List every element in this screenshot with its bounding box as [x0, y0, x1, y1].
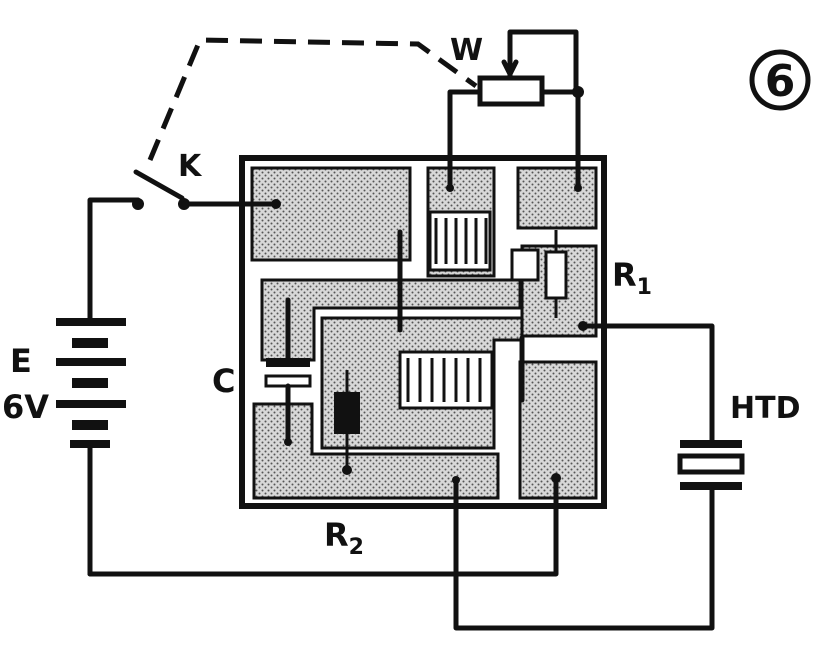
label-capacitor-c: C — [212, 362, 235, 400]
battery-e — [56, 209, 126, 577]
figure-number: 6 — [765, 56, 796, 107]
mechanical-link-dashed — [147, 37, 478, 161]
htd-element — [677, 440, 745, 490]
node-c-bottom — [284, 438, 292, 446]
transistor-body — [510, 248, 540, 282]
pcb-board — [239, 155, 607, 509]
wire-battery-bottom — [87, 475, 559, 577]
resistor-r2-body — [334, 370, 360, 470]
node-w-right — [572, 86, 584, 98]
transformer-center — [398, 350, 494, 410]
node-r2-bottom — [342, 465, 352, 475]
label-battery-e: E — [10, 342, 32, 380]
wire-battery-top-to-switch — [87, 197, 141, 215]
label-switch-k: K — [178, 149, 203, 184]
wire-htd-top — [580, 323, 715, 443]
pad-top-left — [250, 166, 412, 262]
label-resistor-r1: R1 — [612, 256, 652, 300]
wire-htd-bottom — [453, 477, 715, 631]
resistor-r1-body — [544, 230, 568, 318]
capacitor-c-symbol — [264, 358, 312, 445]
label-htd: HTD — [730, 391, 800, 426]
potentiometer-w — [477, 29, 579, 107]
figure-number-circle — [749, 49, 811, 111]
label-battery-voltage: 6V — [2, 388, 49, 426]
label-potentiometer-w: W — [450, 33, 483, 68]
pad-bottom — [252, 402, 500, 500]
wire-w-left — [447, 89, 483, 191]
label-resistor-r2: R2 — [324, 516, 364, 560]
transformer-top — [428, 210, 492, 272]
pad-top-right — [516, 166, 598, 230]
